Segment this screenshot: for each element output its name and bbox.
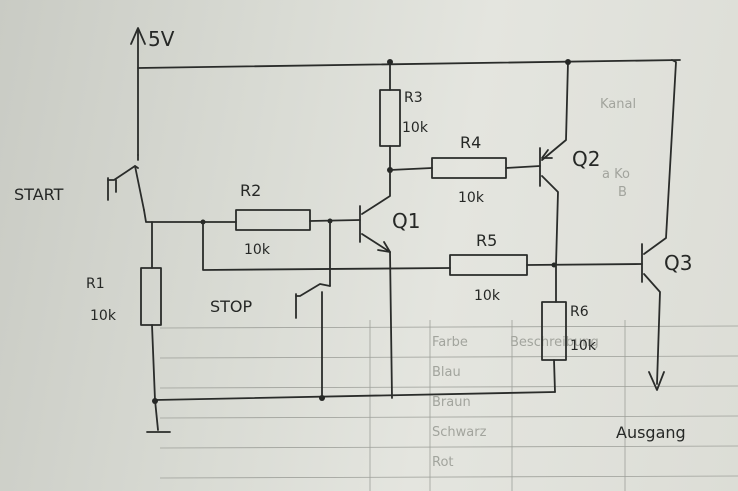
r2-name: R2 (240, 181, 261, 200)
q3-label: Q3 (664, 251, 692, 275)
transistor-q2 (539, 61, 569, 266)
q2-label: Q2 (572, 147, 600, 171)
output-label: Ausgang (616, 423, 686, 442)
transistor-q3 (641, 59, 677, 391)
resistor-r5 (202, 221, 643, 276)
resistor-r2 (151, 209, 361, 231)
q1-label: Q1 (392, 209, 420, 233)
r6-value: 10k (570, 338, 597, 354)
ground-rail (146, 391, 556, 433)
junction (152, 398, 158, 404)
svg-text:Kanal: Kanal (600, 97, 636, 112)
r2-value: 10k (244, 242, 271, 258)
resistor-r6 (541, 264, 567, 393)
svg-text:a Ko: a Ko (602, 167, 630, 182)
r6-name: R6 (570, 304, 589, 320)
transistor-q1 (359, 171, 393, 399)
show-through-background: Kanal a Ko B Farbe Beschreibung Blau Bra… (159, 97, 738, 491)
supply-label: 5V (148, 27, 175, 51)
r4-value: 10k (458, 190, 485, 206)
supply-5v (130, 27, 681, 156)
stop-switch-label: STOP (210, 297, 253, 316)
svg-text:B: B (618, 185, 627, 200)
stop-switch (295, 220, 331, 399)
resistor-r3 (379, 61, 401, 173)
r4-name: R4 (460, 133, 481, 152)
svg-text:Beschreibung: Beschreibung (510, 335, 599, 350)
svg-text:Braun: Braun (432, 395, 471, 410)
svg-text:Rot: Rot (432, 455, 454, 470)
r5-name: R5 (476, 231, 497, 250)
junction (387, 59, 393, 65)
r3-value: 10k (402, 120, 429, 136)
svg-text:Schwarz: Schwarz (432, 425, 487, 440)
svg-text:Farbe: Farbe (432, 335, 468, 350)
start-switch (107, 154, 145, 211)
r3-name: R3 (404, 90, 423, 106)
resistor-r1 (140, 209, 162, 401)
start-switch-label: START (14, 185, 64, 204)
junction (565, 59, 571, 65)
r1-name: R1 (86, 276, 105, 292)
r5-value: 10k (474, 288, 501, 304)
svg-text:Blau: Blau (432, 365, 461, 380)
resistor-r4 (389, 157, 541, 179)
r1-value: 10k (90, 308, 117, 324)
